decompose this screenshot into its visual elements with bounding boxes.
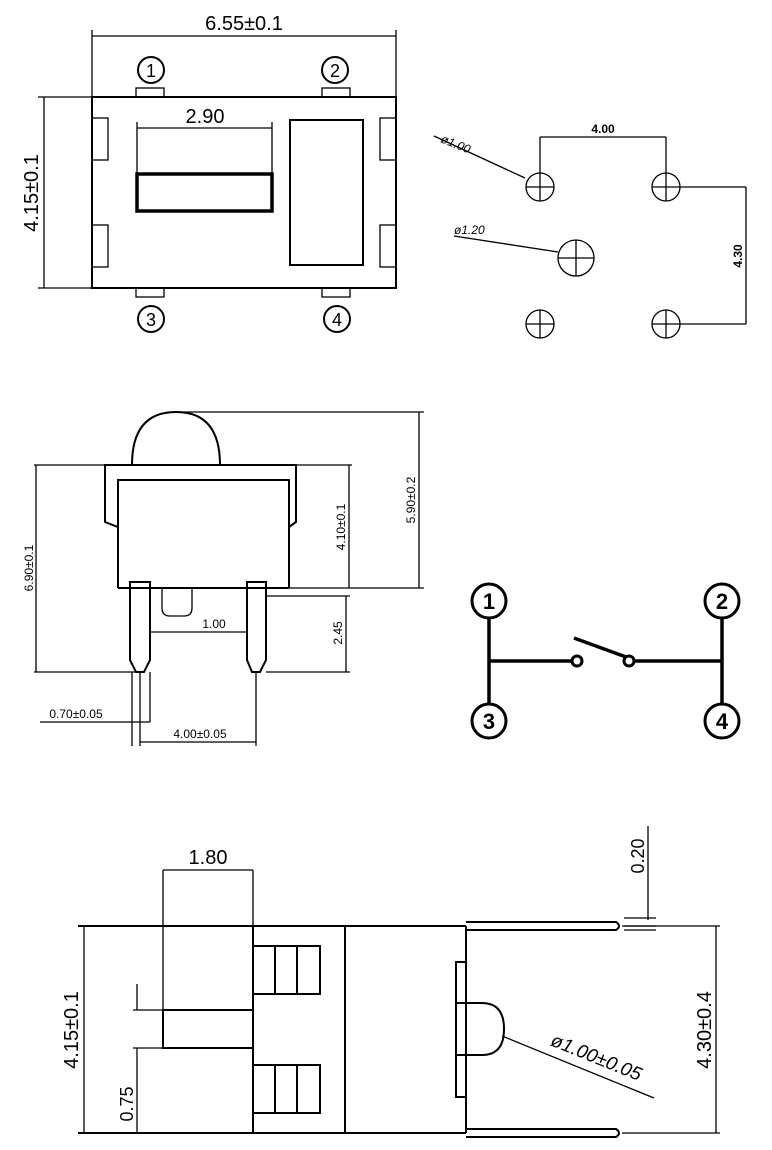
switch-schematic: 1 2 3 4 [470,582,741,740]
pin-left [129,581,151,673]
pin-number: 2 [716,589,728,614]
pin-number: 4 [716,709,729,734]
leader [433,135,526,179]
side-window [252,1064,321,1114]
hole [651,309,681,339]
pcb-layout: ø1.00 ø1.20 4.00 4.30 [433,122,747,339]
dome [131,410,221,466]
window [289,119,364,266]
end-view: 1.80 0.20 4.15±0.1 0.75 4.30±0.4 ø1.00±0… [61,826,720,1138]
actuator-stem [162,1009,254,1049]
top-view: 6.55±0.1 4.15±0.1 2.90 1 2 3 4 [21,13,397,333]
lead-top [466,921,620,931]
dim-hole-large-label: ø1.20 [454,223,485,237]
pin-number: 4 [332,310,342,330]
side-tab [379,117,397,161]
switch-contact [622,654,636,668]
dim-pin-pitch-label: 4.00±0.05 [173,727,227,741]
dim-pin-width-label: 0.70±0.05 [49,707,103,721]
dim-width-label: 1.80 [189,847,228,869]
dim-pitch-y-label: 4.30 [731,244,745,268]
pin-number: 3 [483,709,495,734]
pin-number: 3 [146,310,156,330]
pin-number: 2 [330,61,340,81]
dim-knob-label: ø1.00±0.05 [548,1030,645,1086]
hole [525,309,555,339]
lead-bottom [466,1128,620,1138]
schematic-pin-2 [703,582,741,620]
pin-marker-2 [321,56,349,84]
pin-marker-3 [137,305,165,333]
switch-contact [570,654,584,668]
pin-tab-3 [135,287,165,298]
dim-pitch-x-label: 4.00 [591,122,615,136]
pin-tab-1 [135,87,165,98]
pin-number: 1 [483,589,495,614]
side-tab [379,224,397,268]
pin-number: 1 [146,61,156,81]
hole-large [557,239,595,277]
dim-hole-small-label: ø1.00 [439,132,473,157]
notch [161,588,193,617]
side-view: 6.90±0.1 5.90±0.2 4.10±0.1 1.00 2.45 0.7… [22,410,424,746]
top-view-body [91,96,397,289]
dim-thickness-label: 0.20 [628,838,648,873]
side-window [252,945,321,995]
leader [501,1035,655,1099]
dim-button-label: 2.90 [186,106,225,128]
dim-height-label: 4.15±0.1 [21,154,43,232]
dim-width-label: 6.55±0.1 [205,13,283,35]
side-tab [91,117,109,161]
dim-gap-label: 1.00 [202,617,226,631]
pin-tab-2 [321,87,351,98]
dim-overall-height-label: 6.90±0.1 [22,544,36,591]
dim-pin-length-label: 2.45 [331,621,345,645]
pin-right [246,581,267,673]
actuator-slot [135,172,274,213]
switch-lever [573,636,627,659]
housing-profile [455,935,467,1124]
dim-offset-label: 0.75 [117,1086,137,1121]
dim-total-height-label: 5.90±0.2 [404,476,418,523]
dim-lead-height-label: 4.30±0.4 [694,991,716,1069]
pin-marker-1 [137,56,165,84]
hole [651,172,681,202]
housing-top [104,464,297,529]
dim-height-label: 4.15±0.1 [61,991,83,1069]
hole [525,172,555,202]
dim-body-height-label: 4.10±0.1 [334,503,348,550]
knob [456,1002,506,1056]
schematic-pin-1 [470,582,508,620]
pin-tab-4 [321,287,351,298]
leader [453,235,559,253]
side-tab [91,224,109,268]
schematic-pin-4 [703,702,741,740]
schematic-pin-3 [470,702,508,740]
pin-marker-4 [323,305,351,333]
